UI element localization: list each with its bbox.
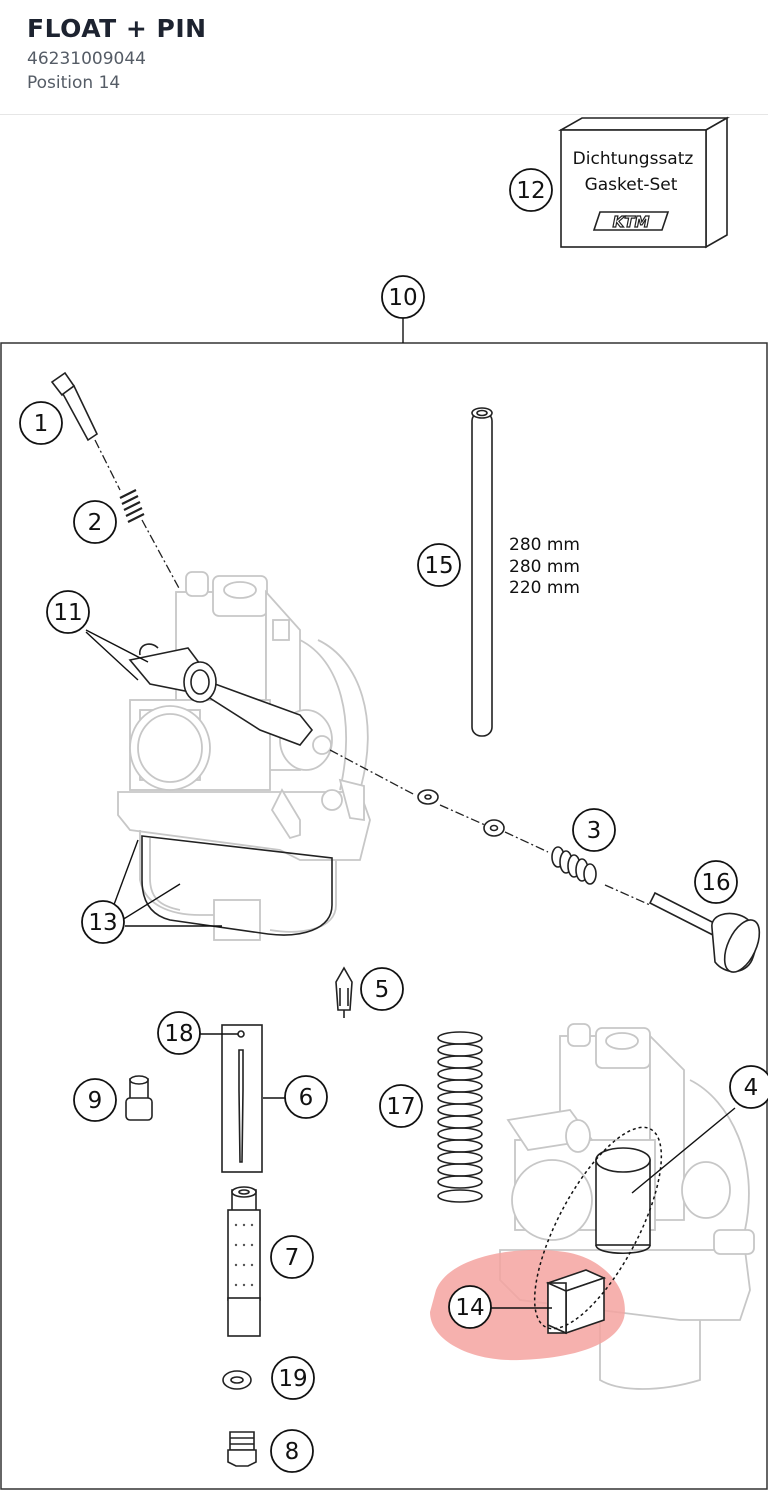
callout-16[interactable]: 16 [694, 860, 738, 904]
choke-lever[interactable] [128, 643, 314, 746]
svg-text:4: 4 [744, 1075, 759, 1101]
callout-15[interactable]: 15 [417, 543, 461, 587]
callout-3[interactable]: 3 [572, 808, 616, 852]
svg-text:KTM: KTM [613, 213, 650, 231]
washer-b[interactable] [483, 819, 505, 837]
page-title: FLOAT + PIN [27, 14, 207, 43]
leader-lines [85, 629, 736, 1309]
pilot-jet-9[interactable] [125, 1075, 153, 1121]
callout-5[interactable]: 5 [360, 967, 404, 1011]
callout-2[interactable]: 2 [73, 500, 117, 544]
carburetor-kit-frame [0, 342, 768, 1490]
callout-19[interactable]: 19 [271, 1356, 315, 1400]
washer-a[interactable] [417, 789, 439, 805]
callout-9[interactable]: 9 [73, 1078, 117, 1122]
callout-13[interactable]: 13 [81, 900, 125, 944]
svg-text:7: 7 [285, 1245, 300, 1271]
part-number: 46231009044 [27, 49, 146, 69]
needle-valve-5[interactable] [335, 966, 353, 1018]
svg-text:12: 12 [516, 178, 545, 204]
tube-length-2: 280 mm [509, 557, 580, 577]
svg-text:14: 14 [455, 1295, 484, 1321]
float-bowl-13[interactable] [141, 835, 333, 936]
needle-jet-7[interactable] [227, 1186, 261, 1337]
tube-length-3: 220 mm [509, 578, 580, 598]
callout-1[interactable]: 1 [19, 401, 63, 445]
svg-text:19: 19 [278, 1366, 307, 1392]
float-pin-4[interactable] [595, 1147, 651, 1254]
callout-6[interactable]: 6 [284, 1075, 328, 1119]
svg-text:2: 2 [88, 510, 103, 536]
spring-2[interactable] [119, 489, 145, 523]
callout-18[interactable]: 18 [157, 1011, 201, 1055]
callout-4[interactable]: 4 [729, 1065, 768, 1109]
main-jet-8[interactable] [227, 1431, 257, 1467]
page-header: FLOAT + PIN 46231009044 Position 14 [0, 0, 768, 115]
svg-text:5: 5 [375, 977, 390, 1003]
callout-17[interactable]: 17 [379, 1084, 423, 1128]
tube-15[interactable] [471, 407, 493, 737]
svg-text:3: 3 [587, 818, 602, 844]
position-label: Position 14 [27, 73, 121, 93]
idle-screw-16[interactable] [648, 891, 767, 977]
jet-needle-box [221, 1024, 263, 1173]
axis-line-2 [329, 749, 651, 906]
washer-19[interactable] [222, 1370, 252, 1390]
callout-10[interactable]: 10 [381, 275, 425, 319]
spring-3[interactable] [551, 846, 597, 885]
svg-text:1: 1 [34, 411, 49, 437]
jet-needle-6[interactable] [237, 1030, 245, 1163]
ktm-logo: KTM [592, 211, 670, 232]
tube-length-1: 280 mm [509, 535, 580, 555]
axis-line-1 [94, 439, 181, 591]
svg-text:10: 10 [388, 285, 417, 311]
svg-text:6: 6 [299, 1085, 314, 1111]
callout-8[interactable]: 8 [270, 1429, 314, 1473]
svg-text:11: 11 [53, 600, 82, 626]
assembly-dashed-outline [533, 1126, 663, 1330]
svg-text:16: 16 [701, 870, 730, 896]
svg-text:15: 15 [424, 553, 453, 579]
float-14[interactable] [545, 1269, 607, 1335]
callout-14[interactable]: 14 [448, 1285, 492, 1329]
callout-7[interactable]: 7 [270, 1235, 314, 1279]
svg-text:8: 8 [285, 1439, 300, 1465]
gasket-label-en: Gasket-Set [585, 175, 678, 195]
screw-1[interactable] [50, 371, 99, 442]
gasket-label-de: Dichtungssatz [573, 149, 694, 169]
svg-text:9: 9 [88, 1088, 103, 1114]
callout-12[interactable]: 12 [509, 168, 553, 212]
gasket-set-box[interactable]: Dichtungssatz Gasket-Set KTM [557, 116, 731, 249]
svg-text:13: 13 [88, 910, 117, 936]
svg-text:17: 17 [386, 1094, 415, 1120]
callout-11[interactable]: 11 [46, 590, 90, 634]
svg-text:18: 18 [164, 1021, 193, 1047]
slide-spring-17[interactable] [437, 1031, 483, 1203]
